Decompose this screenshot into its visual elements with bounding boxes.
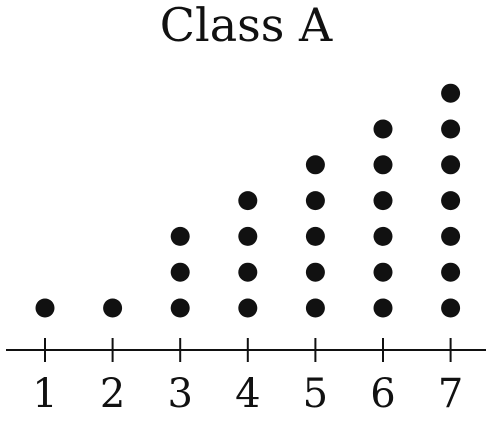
dot-3-2 bbox=[170, 262, 190, 282]
dot-7-4 bbox=[441, 191, 461, 211]
x-tick-label-5: 5 bbox=[303, 371, 328, 417]
dot-6-2 bbox=[373, 262, 393, 282]
dot-5-5 bbox=[305, 155, 325, 175]
dot-7-2 bbox=[441, 262, 461, 282]
dot-4-2 bbox=[238, 262, 258, 282]
x-tick-label-6: 6 bbox=[370, 371, 395, 417]
dot-7-7 bbox=[441, 83, 461, 103]
dot-5-2 bbox=[305, 262, 325, 282]
dot-5-3 bbox=[305, 226, 325, 246]
dot-3-3 bbox=[170, 226, 190, 246]
dot-6-6 bbox=[373, 119, 393, 139]
x-tick-label-4: 4 bbox=[235, 371, 260, 417]
chart-title: Class A bbox=[160, 0, 333, 52]
dot-2-1 bbox=[103, 298, 123, 318]
dot-7-6 bbox=[441, 119, 461, 139]
dot-7-1 bbox=[441, 298, 461, 318]
x-tick-label-3: 3 bbox=[167, 371, 192, 417]
dot-5-1 bbox=[305, 298, 325, 318]
dot-6-5 bbox=[373, 155, 393, 175]
dot-4-3 bbox=[238, 226, 258, 246]
dot-5-4 bbox=[305, 191, 325, 211]
dot-marks bbox=[35, 83, 461, 318]
dot-6-4 bbox=[373, 191, 393, 211]
dot-6-3 bbox=[373, 226, 393, 246]
x-tick-label-1: 1 bbox=[32, 371, 57, 417]
x-tick-label-2: 2 bbox=[100, 371, 125, 417]
dot-1-1 bbox=[35, 298, 55, 318]
dot-4-4 bbox=[238, 191, 258, 211]
x-axis-ticks bbox=[44, 338, 452, 362]
dot-3-1 bbox=[170, 298, 190, 318]
dot-7-3 bbox=[441, 226, 461, 246]
x-tick-label-7: 7 bbox=[438, 371, 463, 417]
dot-7-5 bbox=[441, 155, 461, 175]
dot-4-1 bbox=[238, 298, 258, 318]
dot-6-1 bbox=[373, 298, 393, 318]
